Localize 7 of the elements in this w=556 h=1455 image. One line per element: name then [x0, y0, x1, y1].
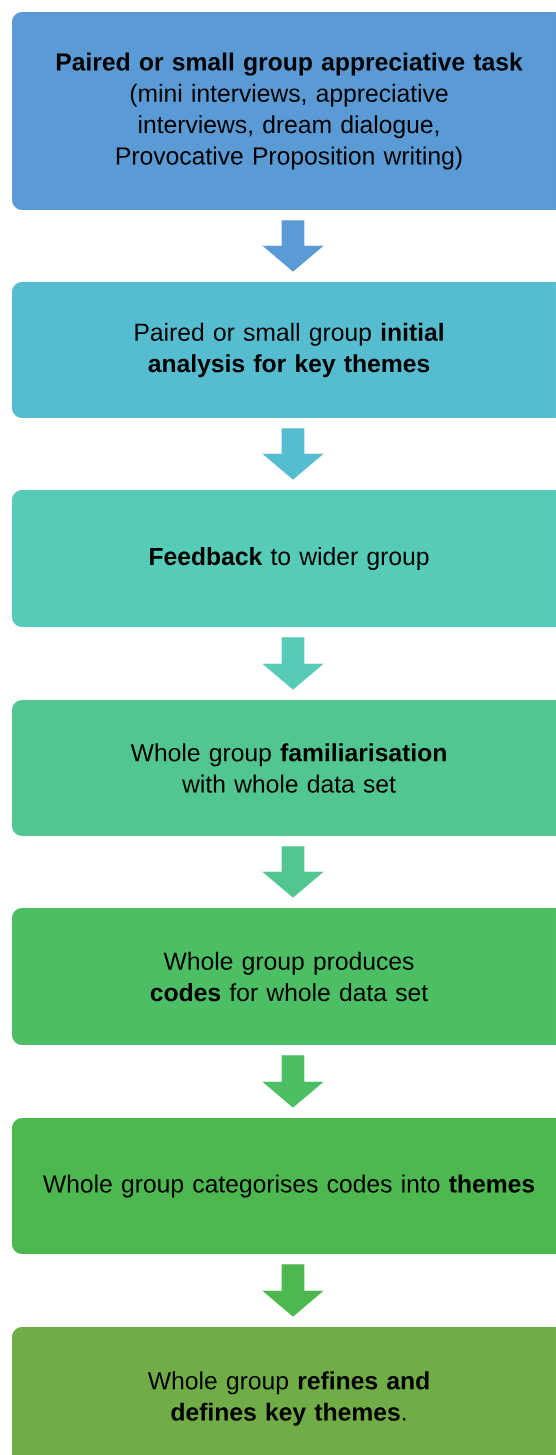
process-box: Whole group produces codes for whole data set [12, 908, 556, 1045]
process-box: Paired or small group appreciative task (mini interviews, appreciative interviews, dream dialogue, Provocative Proposition writing) [12, 12, 556, 210]
process-box: Feedback to wider group [12, 490, 556, 627]
process-box: Whole group refines and defines key themes. [12, 1327, 556, 1455]
process-box: Paired or small group initial analysis for key themes [12, 282, 556, 418]
process-box: Whole group categorises codes into themes [12, 1118, 556, 1254]
process-box: Whole group familiarisation with whole data set [12, 700, 556, 836]
